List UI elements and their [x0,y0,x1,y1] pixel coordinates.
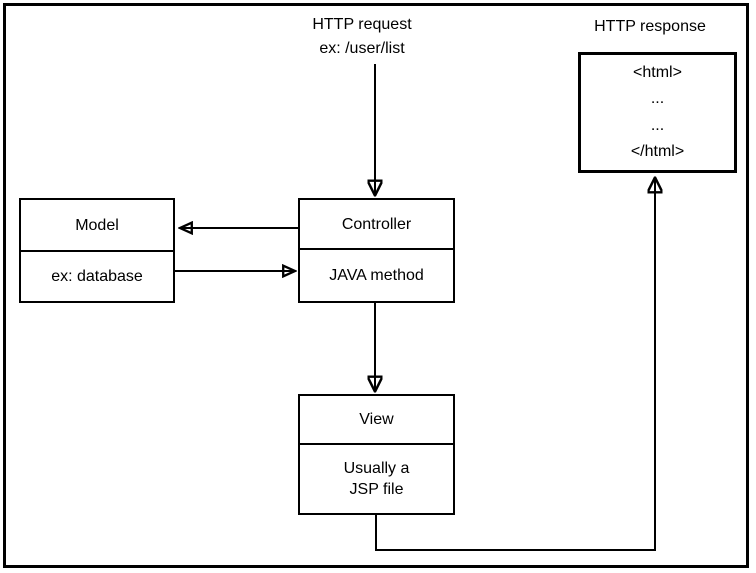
http-response-box: <html> ... ... </html> [578,52,737,173]
view-box: View Usually a JSP file [298,394,455,515]
view-subtitle-line1: Usually a [343,460,410,477]
controller-title: Controller [300,200,453,250]
response-html-open-tag: <html> [633,63,682,81]
http-request-label: HTTP request ex: /user/list [262,13,462,61]
view-title: View [300,396,453,445]
model-box: Model ex: database [19,198,175,303]
http-request-line1: HTTP request [312,16,412,33]
model-title: Model [21,200,173,252]
http-request-line2: ex: /user/list [319,40,405,57]
http-response-label: HTTP response [550,15,750,39]
controller-subtitle: JAVA method [329,267,424,284]
model-subtitle: ex: database [51,268,143,285]
response-ellipsis-1: ... [650,90,665,108]
diagram-border [3,3,749,568]
response-ellipsis-2: ... [650,116,665,134]
http-response-line1: HTTP response [594,18,706,35]
response-html-close-tag: </html> [630,143,685,161]
view-subtitle-line2: JSP file [349,481,404,498]
view-subtitle: Usually a JSP file [300,445,453,513]
controller-box: Controller JAVA method [298,198,455,303]
